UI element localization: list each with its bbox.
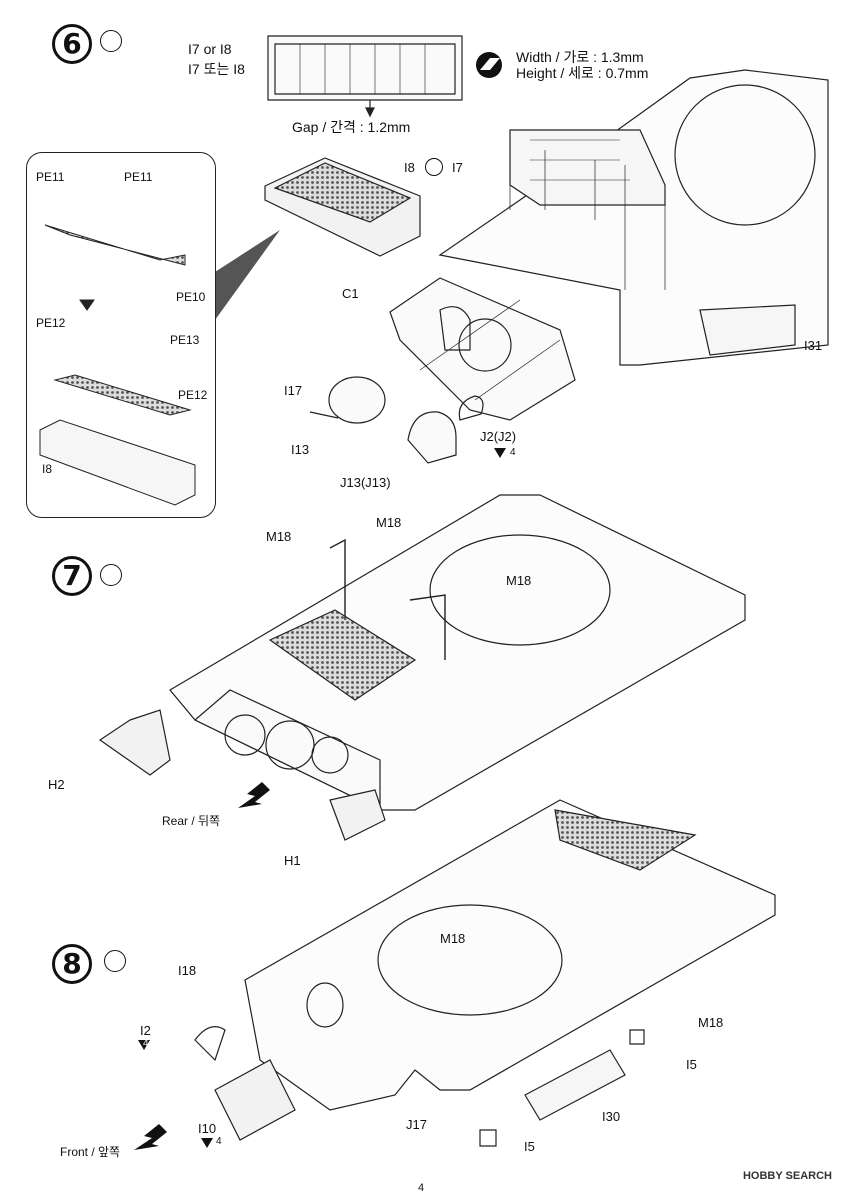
part-label-h2: H2 [48,777,65,792]
step-8-text: 8 [62,947,82,980]
part-label-c1: C1 [342,286,359,301]
part-label-j2: J2(J2) [480,429,517,444]
gap-label: Gap / 간격 : 1.2mm [292,119,411,135]
step-number-6: 6 [52,24,92,64]
part-label-i2: I2 [140,1023,151,1038]
glue-icon [425,158,443,176]
choice-line-1: I7 or I8 [188,41,232,57]
photo-etch-icon [100,564,122,586]
part-label-m18-c: M18 [506,573,532,588]
page-number: 4 [418,1182,425,1194]
inset-label-i8: I8 [42,462,53,476]
step-number-8: 8 [52,944,92,984]
inset-label-pe11-a: PE11 [36,170,65,184]
part-label-i30: I30 [602,1109,621,1124]
step-number-7: 7 [52,556,92,596]
inset-label-pe12-a: PE12 [36,316,66,330]
part-label-j17: J17 [406,1117,427,1132]
height-label: Height / 세로 : 0.7mm [516,65,649,81]
part-label-i17: I17 [284,383,303,398]
direction-rear-label: Rear / 뒤쪽 [162,814,221,828]
step-7-text: 7 [62,559,82,592]
sprue-ref-triangle [201,1138,213,1148]
part-label-i10: I10 [198,1121,217,1136]
direction-front-label: Front / 앞쪽 [60,1145,121,1159]
detail-inset [26,152,216,518]
part-label-h1: H1 [284,853,301,868]
watermark: HOBBY SEARCH [742,1170,832,1182]
part-label-i5-b: I5 [524,1139,535,1154]
part-label-i7: I7 [452,160,463,175]
part-label-m18-a: M18 [266,529,292,544]
width-label: Width / 가로 : 1.3mm [516,49,644,65]
inset-label-pe11-b: PE11 [124,170,153,184]
part-label-i31: I31 [804,338,823,353]
part-label-i18: I18 [178,963,197,978]
photo-etch-icon [104,950,126,972]
sprue-ref-triangle [138,1040,150,1050]
part-label-m18-b: M18 [376,515,402,530]
sprue-ref-j2: 4 [510,447,516,458]
sprue-ref-i2: 4 [143,1038,149,1049]
inset-label-pe10: PE10 [176,290,206,304]
photo-etch-icon [100,30,122,52]
choice-line-2: I7 또는 I8 [188,61,245,77]
part-label-m18-e: M18 [698,1015,724,1030]
part-label-i13: I13 [291,442,310,457]
part-label-m18-d: M18 [440,931,466,946]
step-6-text: 6 [62,27,82,60]
inset-label-pe13: PE13 [170,333,200,347]
part-label-j13: J13(J13) [340,475,391,490]
sprue-ref-triangle [494,448,506,458]
sprue-ref-i10: 4 [216,1136,222,1147]
part-label-i5-a: I5 [686,1057,697,1072]
part-label-i8: I8 [404,160,415,175]
inset-label-pe12-b: PE12 [178,388,208,402]
